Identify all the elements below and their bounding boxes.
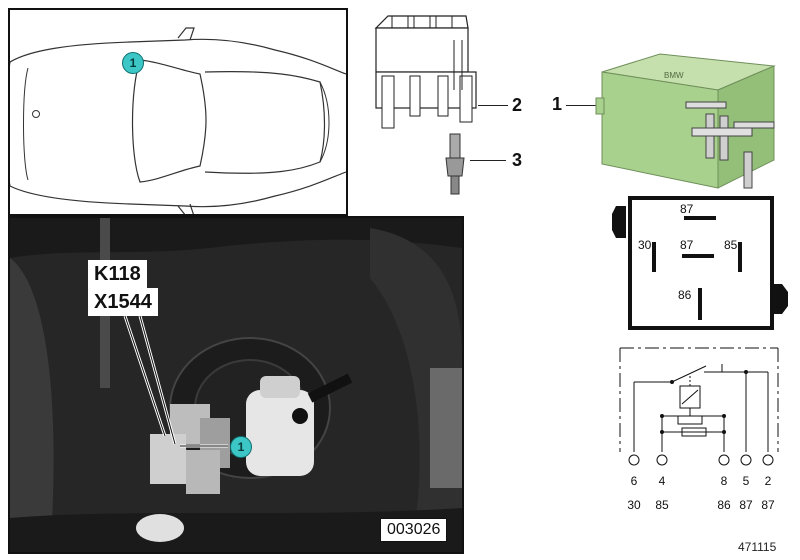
pin-label-86: 86 [678,288,692,302]
photo-image-number: 003026 [380,518,448,542]
leader-lines [123,315,228,448]
schematic-pin-2: 2 [764,474,772,488]
part-1-leader [566,105,596,106]
component-tag-k118: K118 [88,260,147,288]
schematic-pin-6: 6 [630,474,638,488]
engine-bay-image [10,218,462,552]
car-location-callout: 1 [122,52,144,74]
terminal-pin [445,133,465,195]
pin-label-87-middle: 87 [680,238,694,252]
schematic-terminal-86: 86 [717,498,731,512]
schematic-pin-8: 8 [720,474,728,488]
green-relay: BMW [595,53,776,189]
relay-socket [374,15,477,129]
engine-bay-photo: K118 X1544 1 003026 [8,216,464,554]
schematic-pin-5: 5 [742,474,750,488]
pin-label-85: 85 [724,238,738,252]
relay-pin-layout [612,196,788,330]
schematic-terminal-30: 30 [627,498,641,512]
part-2-leader [478,105,508,106]
schematic-terminal-87-b: 87 [761,498,775,512]
part-2-label: 2 [512,95,523,115]
schematic-pin-4: 4 [658,474,666,488]
photo-callout: 1 [230,436,252,458]
car-outline [10,27,346,214]
circuit-schematic [619,347,779,466]
part-1-label: 1 [552,94,563,114]
schematic-terminal-87-a: 87 [739,498,753,512]
part-3-label: 3 [512,150,523,170]
part-3-leader [470,160,506,161]
car-location-frame: 1 [8,8,348,216]
schematic-terminal-85: 85 [655,498,669,512]
component-tag-x1544: X1544 [88,288,158,316]
pin-label-87-top: 87 [680,202,694,216]
pin-label-30: 30 [638,238,652,252]
svg-text:BMW: BMW [664,71,684,80]
diagram-id: 471115 [738,540,777,554]
